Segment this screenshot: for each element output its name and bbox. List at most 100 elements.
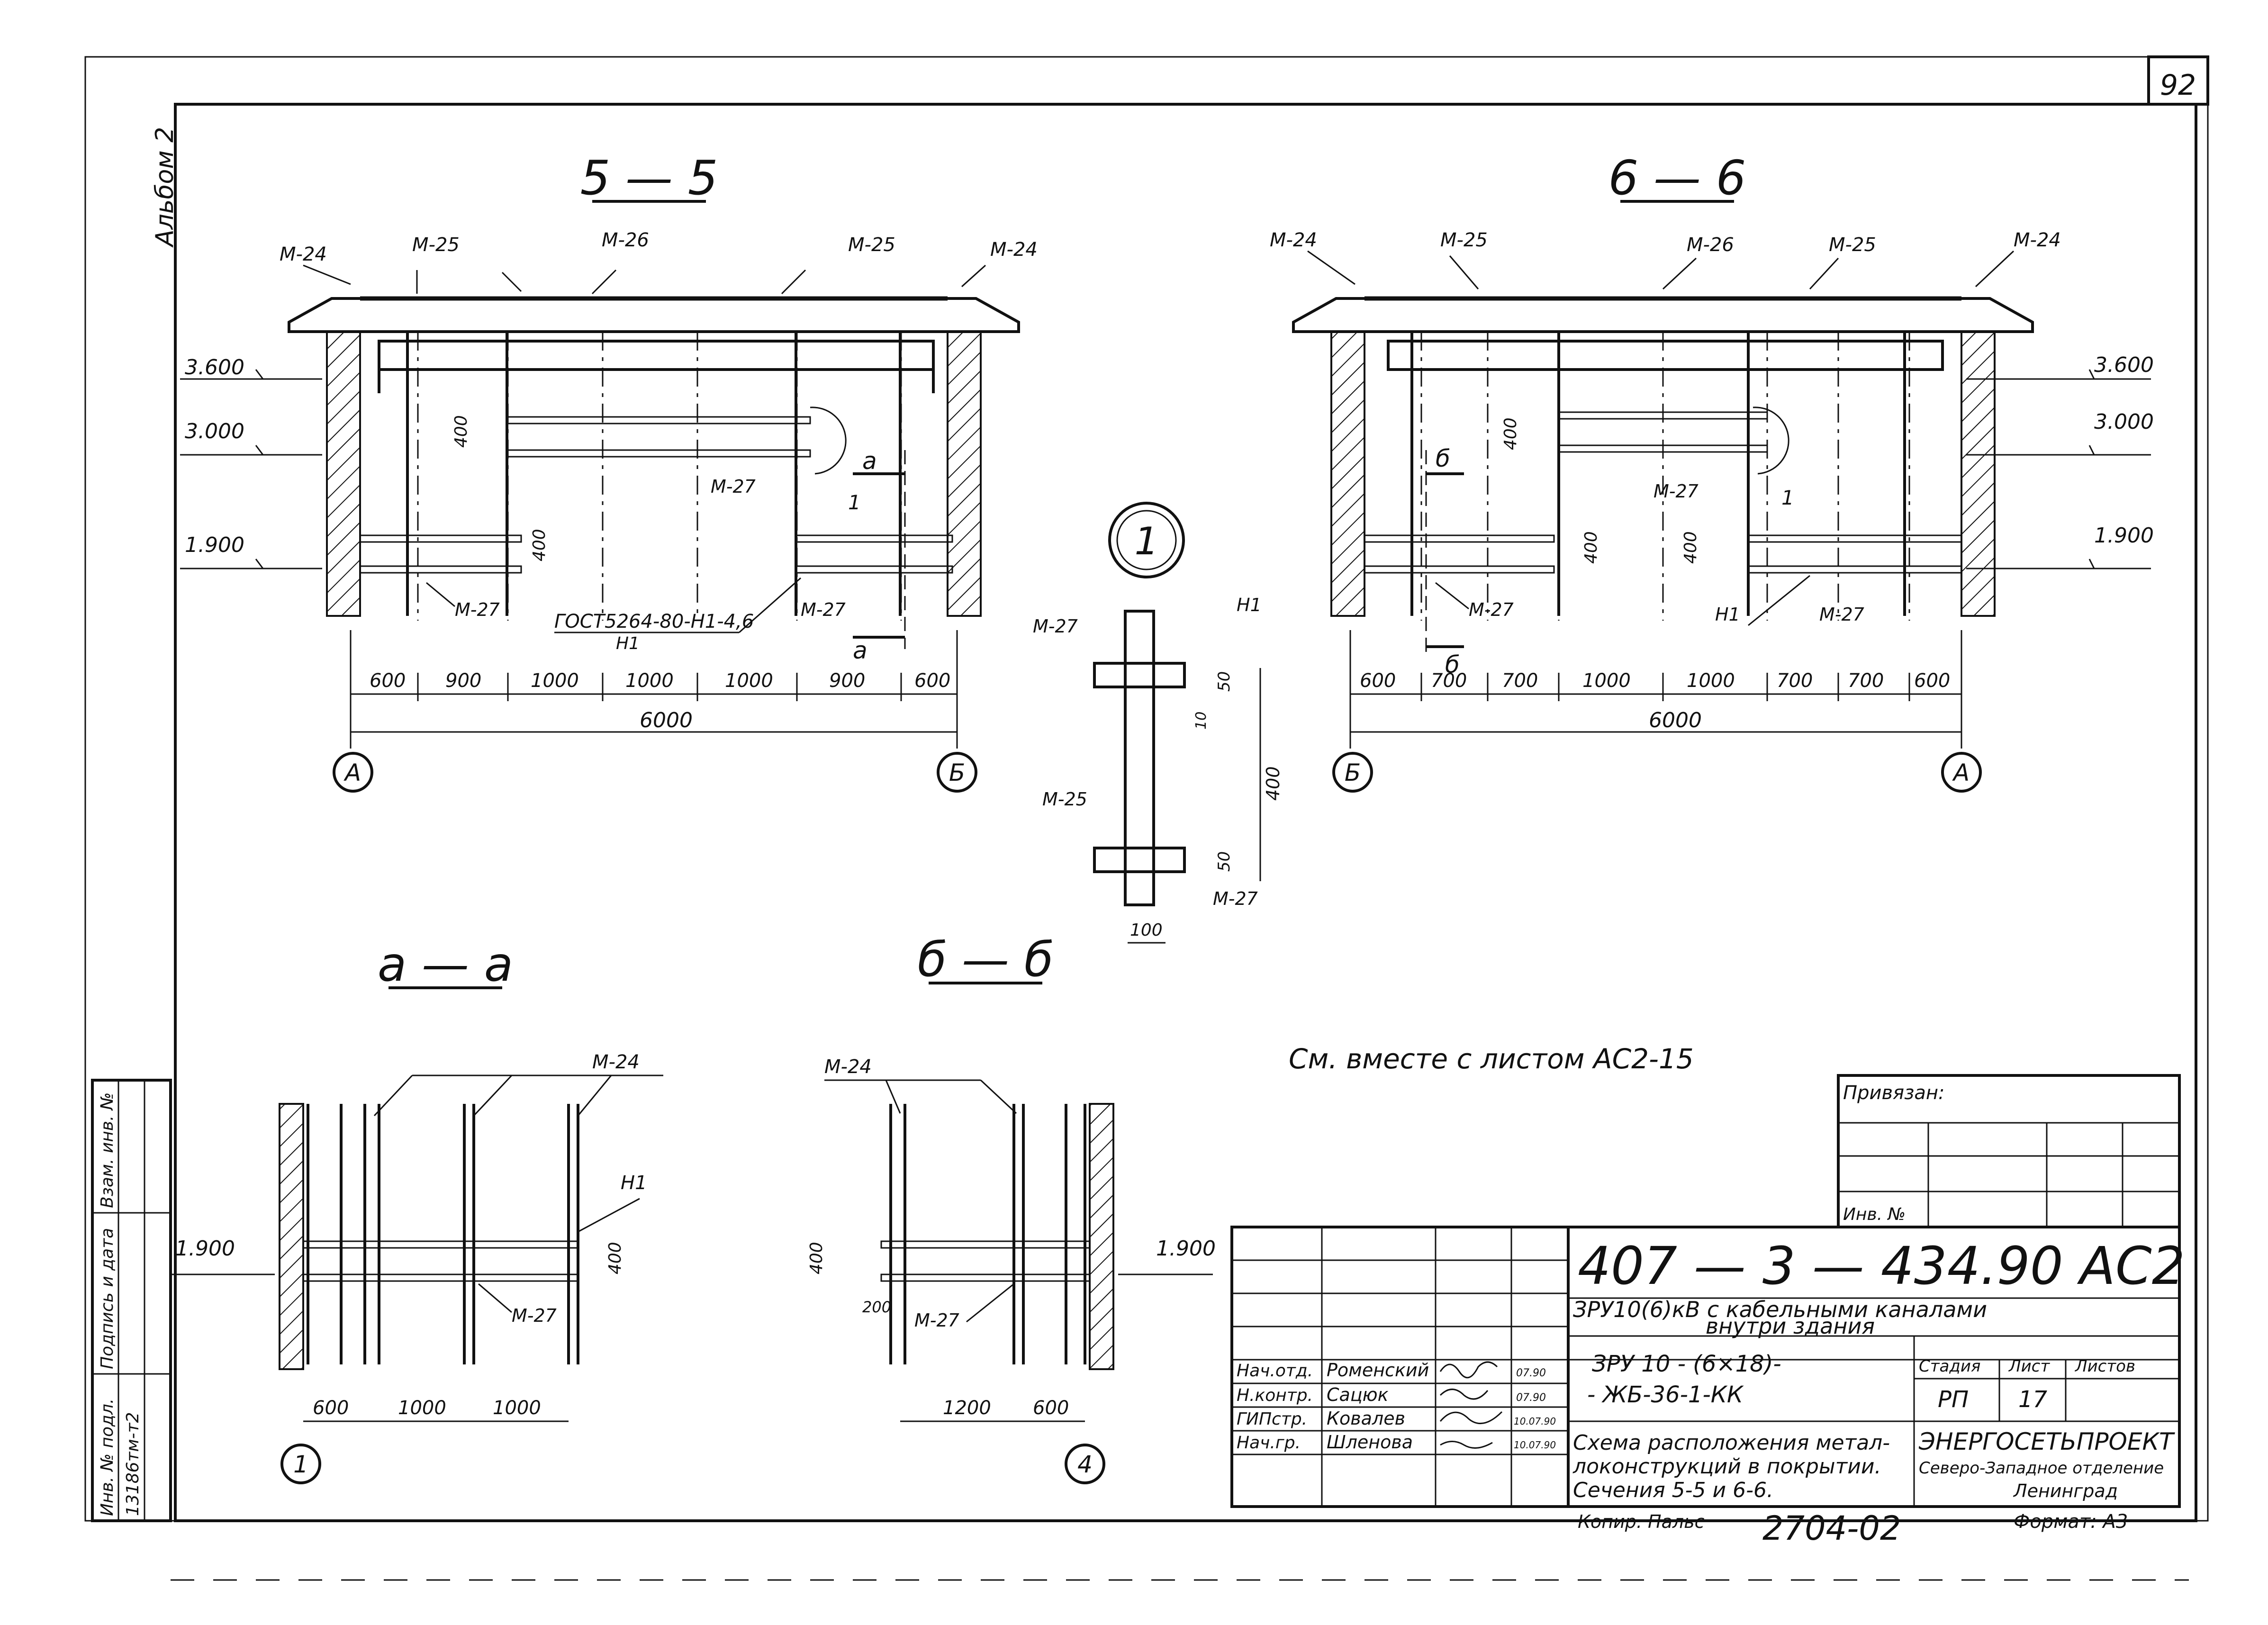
s55-mark-4: М-25 <box>848 234 895 256</box>
sbb-m27: М-27 <box>914 1310 959 1331</box>
signature-marks <box>1439 1361 1503 1449</box>
s66-elev-3000: 3.000 <box>2094 410 2154 434</box>
album-label: Альбом 2 <box>151 127 179 248</box>
s66-cut-b-bot: б <box>1445 651 1460 678</box>
section-5-5-title: 5 — 5 <box>580 150 718 206</box>
s66-axis-left: Б <box>1345 759 1361 786</box>
stamp-stage: РП <box>1938 1386 1969 1413</box>
s55-mark-5: М-24 <box>990 239 1038 261</box>
s66-dim-7: 700 <box>1848 670 1884 692</box>
side-inv-value: 13186тм-т2 <box>123 1412 143 1516</box>
privyazan: Привязан: <box>1843 1082 1945 1104</box>
saa-m27: М-27 <box>512 1305 557 1326</box>
title-block: Привязан: Инв. № 407 — 3 — 434.90 АС2 ЗР… <box>1230 1074 2185 1548</box>
node-1-m27-top: М-27 <box>1033 616 1078 637</box>
stamp-project-1: ЗРУ10(6)кВ с кабельными каналами <box>1573 1297 1987 1322</box>
s66-dim-5: 1000 <box>1687 670 1735 692</box>
node-1-dim-100: 100 <box>1130 921 1163 940</box>
s66-dim-400-a: 400 <box>1581 531 1601 564</box>
s55-elev-3600: 3.600 <box>185 355 244 379</box>
s55-total: 6000 <box>640 708 693 732</box>
s66-m27-b: М-27 <box>1469 599 1514 620</box>
sbb-dim-400: 400 <box>807 1242 826 1274</box>
stamp-object-2: - ЖБ-36-1-КК <box>1587 1381 1744 1408</box>
stamp-title-2: локонструкций в покрытии. <box>1572 1454 1881 1479</box>
stamp-code: 407 — 3 — 434.90 АС2 <box>1578 1236 2185 1296</box>
saa-dim-1: 600 <box>313 1397 349 1419</box>
section-6-6: 6 — 6 М-24 М-25 М-26 М-25 М-24 <box>1270 150 2154 793</box>
s66-dim-3: 700 <box>1502 670 1538 692</box>
s55-axis-left: А <box>343 759 361 786</box>
s66-mark-2: М-25 <box>1440 229 1488 251</box>
person-4-name: Шленова <box>1327 1432 1413 1453</box>
s55-dim-7: 600 <box>914 670 950 692</box>
saa-n1: Н1 <box>621 1172 647 1194</box>
side-col2: Подпись и дата <box>98 1228 117 1369</box>
s66-dim-8: 600 <box>1914 670 1950 692</box>
person-2-name: Сацюк <box>1327 1384 1389 1405</box>
stamp-org-2: Северо-Западное отделение <box>1919 1459 2164 1478</box>
s66-dim-6: 700 <box>1777 670 1813 692</box>
s66-elev-3600: 3.600 <box>2094 353 2154 377</box>
node-1-m25: М-25 <box>1042 789 1087 810</box>
person-2-role: Н.контр. <box>1237 1386 1313 1405</box>
node-1-dim-50-bot: 50 <box>1215 851 1234 872</box>
sbb-axis: 4 <box>1077 1451 1093 1478</box>
s55-mark-1: М-24 <box>280 244 327 265</box>
section-b-b-title: б — б <box>918 932 1054 987</box>
node-1-dim-10: 10 <box>1193 712 1210 730</box>
stamp-format: Формат: А3 <box>2014 1511 2128 1533</box>
s55-dim-400-low: 400 <box>530 529 549 561</box>
stamp-org-1: ЭНЕРГОСЕТЬПРОЕКТ <box>1918 1428 2175 1455</box>
s66-dim-4: 1000 <box>1582 670 1631 692</box>
person-4-role: Нач.гр. <box>1237 1433 1301 1453</box>
s66-dim-1: 600 <box>1360 670 1396 692</box>
person-2-date: 07.90 <box>1516 1392 1546 1404</box>
sbb-elev: 1.900 <box>1156 1237 1216 1261</box>
s66-mark-1: М-24 <box>1270 229 1317 251</box>
sheet-frame <box>84 55 2209 1581</box>
stamp-kopir: Копир. Пальс <box>1578 1511 1705 1532</box>
node-1-dim-400: 400 <box>1263 766 1283 801</box>
section-a-a: а — а М-24 Н1 1.900 400 М-27 600 1000 10… <box>171 937 663 1484</box>
s66-callout-1: 1 <box>1781 486 1794 509</box>
s66-mark-4: М-25 <box>1829 234 1876 256</box>
person-4-date: 10.07.90 <box>1514 1439 1556 1451</box>
s55-mark-3: М-26 <box>602 229 649 251</box>
person-1-role: Нач.отд. <box>1237 1361 1313 1381</box>
s55-n1: Н1 <box>616 634 640 653</box>
node-1-m27-bot: М-27 <box>1213 888 1258 909</box>
s55-cut-a-bot: а <box>853 637 867 664</box>
person-3-role: ГИПстр. <box>1237 1409 1307 1429</box>
side-col1: Инв. № подл. <box>98 1399 117 1516</box>
section-a-a-title: а — а <box>378 937 513 992</box>
s66-dim-400-top: 400 <box>1501 417 1520 450</box>
sbb-dim-1: 1200 <box>943 1397 991 1419</box>
saa-dim-3: 1000 <box>493 1397 541 1419</box>
s55-m27-a: М-27 <box>455 599 500 620</box>
s55-axis-right: Б <box>949 759 965 786</box>
s55-m27-b: М-27 <box>711 476 756 497</box>
s55-elev-3000: 3.000 <box>185 419 244 443</box>
note-see-sheet: См. вместе с листом АС2-15 <box>1289 1043 1694 1075</box>
s66-dim-400-b: 400 <box>1681 531 1700 564</box>
sbb-dim-200: 200 <box>862 1298 891 1316</box>
sbb-m24: М-24 <box>824 1056 872 1078</box>
saa-dim-400: 400 <box>605 1242 625 1274</box>
node-1-n1: Н1 <box>1237 595 1262 615</box>
s66-elev-1900: 1.900 <box>2094 524 2154 548</box>
s66-dim-2: 700 <box>1431 670 1467 692</box>
s55-dim-6: 900 <box>829 670 865 692</box>
s66-cut-b-top: б <box>1436 445 1450 472</box>
s55-callout-1: 1 <box>848 491 861 514</box>
stamp-title-3: Сечения 5-5 и 6-6. <box>1573 1478 1773 1502</box>
s66-mark-5: М-24 <box>2014 229 2061 251</box>
side-table: Инв. № подл. Подпись и дата Взам. инв. №… <box>91 1079 172 1522</box>
stamp-object-1: ЗРУ 10 - (6×18)- <box>1592 1351 1781 1377</box>
s66-axis-right: А <box>1952 759 1970 786</box>
s55-dim-1: 600 <box>370 670 406 692</box>
sbb-dim-2: 600 <box>1033 1397 1069 1419</box>
node-1-detail: 1 М-27 Н1 50 10 400 М-25 50 М-27 100 <box>1033 502 1283 944</box>
s55-mark-2: М-25 <box>412 234 460 256</box>
